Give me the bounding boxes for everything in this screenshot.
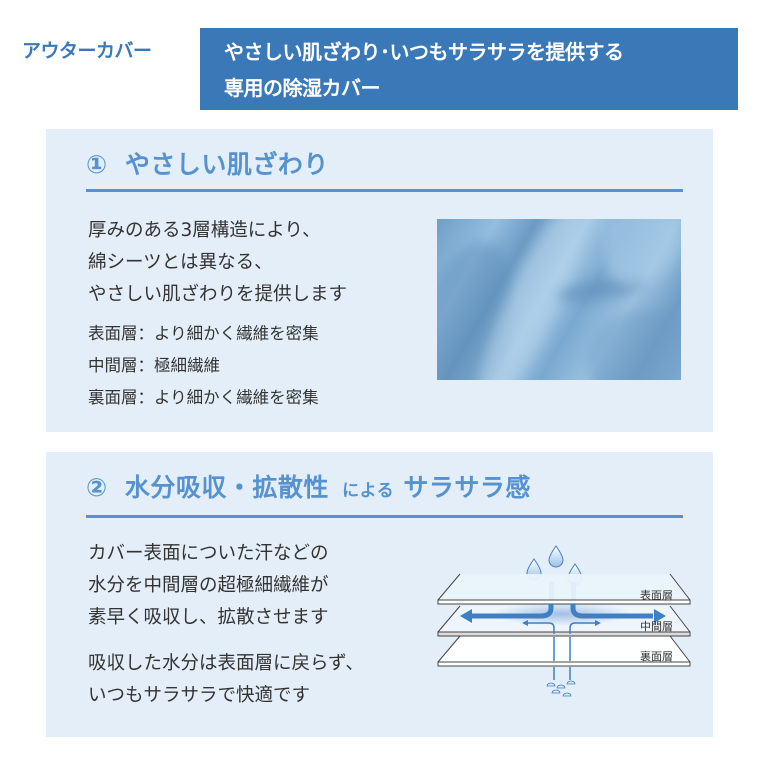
section1-title: やさしい肌ざわり — [124, 150, 329, 179]
moisture-flow-diagram — [437, 545, 691, 697]
body-line: 水分を中間層の超極細繊維が — [88, 575, 329, 596]
layer-item-surface: 表面層：より細かく繊維を密集 — [88, 324, 319, 343]
diagram-label-surface: 表面層 — [640, 589, 673, 602]
body-line: 綿シーツとは異なる、 — [88, 252, 273, 273]
body-line: 厚みのある3層構造により、 — [88, 220, 321, 241]
small-drops-icon — [546, 680, 576, 697]
section-moisture: ② 水分吸収・拡散性 による サラサラ感 カバー表面についた汗などの 水分を中間… — [46, 452, 713, 737]
section1-divider — [86, 189, 683, 192]
body-line: カバー表面についた汗などの — [88, 543, 329, 564]
layer-list: 表面層：より細かく繊維を密集 中間層：極細繊維 裏面層：より細かく繊維を密集 — [88, 318, 319, 414]
section1-heading: ① やさしい肌ざわり — [86, 145, 329, 181]
section2-number: ② — [86, 473, 108, 502]
section1-body: 厚みのある3層構造により、 綿シーツとは異なる、 やさしい肌ざわりを提供します — [88, 215, 347, 311]
fabric-image — [437, 219, 681, 380]
body-line: いつもサラサラで快適です — [88, 685, 311, 706]
section2-title-end: サラサラ感 — [403, 473, 531, 502]
body-line: 素早く吸収し、拡散させます — [88, 607, 329, 628]
diagram-label-middle: 中間層 — [640, 620, 673, 633]
section-soft-texture: ① やさしい肌ざわり 厚みのある3層構造により、 綿シーツとは異なる、 やさしい… — [46, 129, 713, 432]
layer-diagram: 表面層 中間層 裏面層 — [430, 534, 700, 724]
section2-body: カバー表面についた汗などの 水分を中間層の超極細繊維が 素早く吸収し、拡散させま… — [88, 538, 329, 634]
section2-divider — [86, 515, 683, 518]
section2-title-connector: による — [342, 481, 395, 501]
category-label: アウターカバー — [22, 40, 152, 62]
section1-number: ① — [86, 150, 108, 179]
back-layer — [437, 635, 691, 667]
body-line: やさしい肌ざわりを提供します — [88, 284, 348, 305]
surface-layer — [437, 573, 691, 605]
header-title-line2: 専用の除湿カバー — [224, 76, 381, 100]
section2-title-main: 水分吸収・拡散性 — [124, 473, 329, 502]
layer-item-back: 裏面層：より細かく繊維を密集 — [88, 388, 319, 407]
section2-heading: ② 水分吸収・拡散性 による サラサラ感 — [86, 468, 531, 504]
spread-arrow-icon — [471, 604, 653, 619]
body-line: 吸収した水分は表面層に戻らず、 — [88, 653, 364, 674]
header-banner: やさしい肌ざわり･いつもサラサラを提供する 専用の除湿カバー — [200, 28, 738, 110]
layer-item-middle: 中間層：極細繊維 — [88, 356, 220, 375]
header-title-line1: やさしい肌ざわり･いつもサラサラを提供する — [224, 40, 624, 64]
section2-body2: 吸収した水分は表面層に戻らず、 いつもサラサラで快適です — [88, 648, 364, 712]
diagram-label-back: 裏面層 — [640, 650, 673, 663]
